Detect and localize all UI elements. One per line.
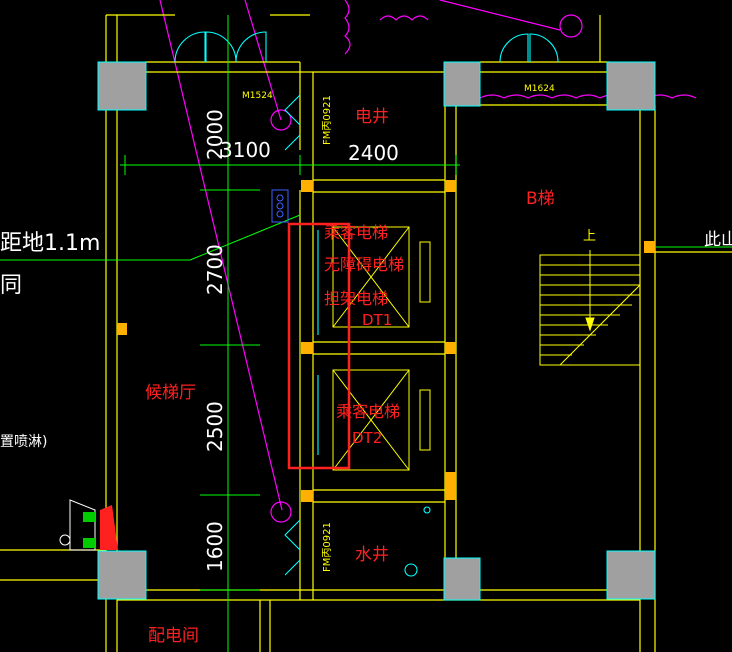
label-passenger-elevator-1: 乘客电梯 [324, 223, 388, 242]
dim-2500: 2500 [203, 401, 227, 452]
label-door-m1624: M1624 [524, 84, 555, 94]
columns [97, 61, 656, 601]
walls [0, 14, 732, 652]
label-stair-b: B梯 [526, 189, 555, 209]
fire-equipment-icon [59, 499, 118, 551]
dim-2000: 2000 [203, 109, 227, 160]
label-stretcher-elevator: 担架电梯 [324, 289, 388, 308]
label-accessible-elevator: 无障碍电梯 [324, 255, 404, 274]
doors [174, 31, 559, 577]
label-here-partial: 此山 [704, 230, 732, 250]
dim-3100: 3100 [220, 138, 271, 162]
stair-b [539, 250, 641, 366]
dimension-lines [0, 15, 732, 652]
label-dist-partial: 距地1.1m [0, 231, 100, 256]
label-power-room: 配电间 [148, 626, 199, 646]
label-door-fm-top: FM丙0921 [322, 95, 333, 145]
white-labels: 上 此山 距地1.1m 同 置喷淋) DT1 DT2 M1524 M1624 F… [0, 84, 732, 572]
label-water-shaft: 水井 [355, 545, 389, 565]
switch-panel-icon [271, 189, 289, 223]
column-tags [117, 180, 655, 502]
label-up-mark: 上 [583, 229, 596, 244]
room-labels: 电井 B梯 候梯厅 乘客电梯 无障碍电梯 担架电梯 乘客电梯 水井 配电间 [145, 107, 555, 646]
dimension-labels: 3100 2400 2000 2700 2500 1600 [203, 109, 399, 572]
label-lobby: 候梯厅 [145, 383, 196, 403]
highlight-box [287, 222, 351, 470]
label-door-fm-bottom: FM丙0921 [322, 522, 333, 572]
elevator-cars [332, 226, 431, 471]
magenta-leaders [159, 0, 697, 523]
label-dt2: DT2 [352, 429, 382, 447]
label-passenger-elevator-2: 乘客电梯 [336, 402, 400, 421]
dim-1600: 1600 [203, 521, 227, 572]
label-sprinkler-partial: 置喷淋) [0, 434, 47, 450]
label-door-m1524: M1524 [242, 91, 273, 101]
label-shaft-electric: 电井 [355, 107, 389, 127]
dim-2400: 2400 [348, 141, 399, 165]
dim-2700: 2700 [203, 244, 227, 295]
label-same-partial: 同 [0, 273, 22, 298]
label-dt1: DT1 [362, 311, 392, 329]
